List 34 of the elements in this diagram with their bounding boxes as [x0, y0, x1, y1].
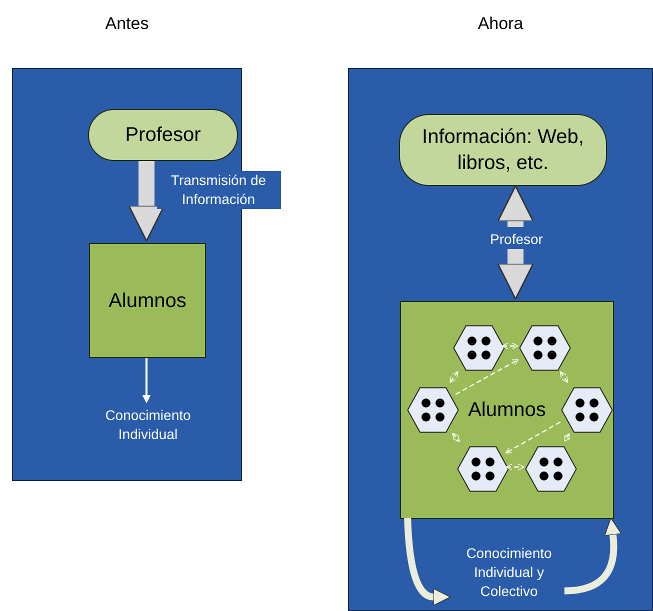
rounded-box: [399, 114, 607, 186]
edge-label: Transmisión de Información: [156, 171, 280, 209]
arrow: [128, 161, 165, 242]
square-box: [89, 243, 206, 358]
arrow: [497, 185, 534, 227]
arrow: [142, 358, 151, 404]
box-label: Profesor: [125, 123, 201, 148]
curved-arrow: [564, 518, 622, 594]
square-box: [400, 301, 614, 519]
hexagon-node: [519, 325, 571, 371]
arrow: [497, 249, 534, 300]
hexagon-node: [453, 325, 505, 371]
dashed-arrow: [506, 464, 524, 470]
dashed-arrow: [502, 342, 518, 350]
text-label: Profesor: [479, 229, 554, 249]
dashed-arrow: [563, 433, 571, 442]
box-label: Alumnos: [108, 288, 186, 314]
dashed-arrow: [455, 359, 519, 395]
box-label: Información: Web, libros, etc.: [421, 125, 585, 176]
panel-heading: Antes: [104, 13, 150, 35]
panel-heading: Ahora: [476, 13, 524, 35]
hexagon-node: [457, 446, 509, 492]
rounded-box: [88, 109, 238, 161]
dashed-arrow: [452, 432, 460, 442]
hexagon-node: [407, 387, 459, 433]
box-label: Alumnos: [468, 398, 546, 423]
dashed-arrow: [449, 371, 459, 383]
text-label: Conocimiento Individual: [88, 405, 208, 445]
curved-arrow: [404, 518, 451, 606]
dashed-arrow: [505, 421, 561, 454]
hexagon-node: [561, 387, 613, 433]
hexagon-node: [525, 446, 577, 492]
dashed-arrow: [560, 371, 568, 383]
text-label: Conocimiento Individual y Colectivo: [449, 541, 569, 603]
